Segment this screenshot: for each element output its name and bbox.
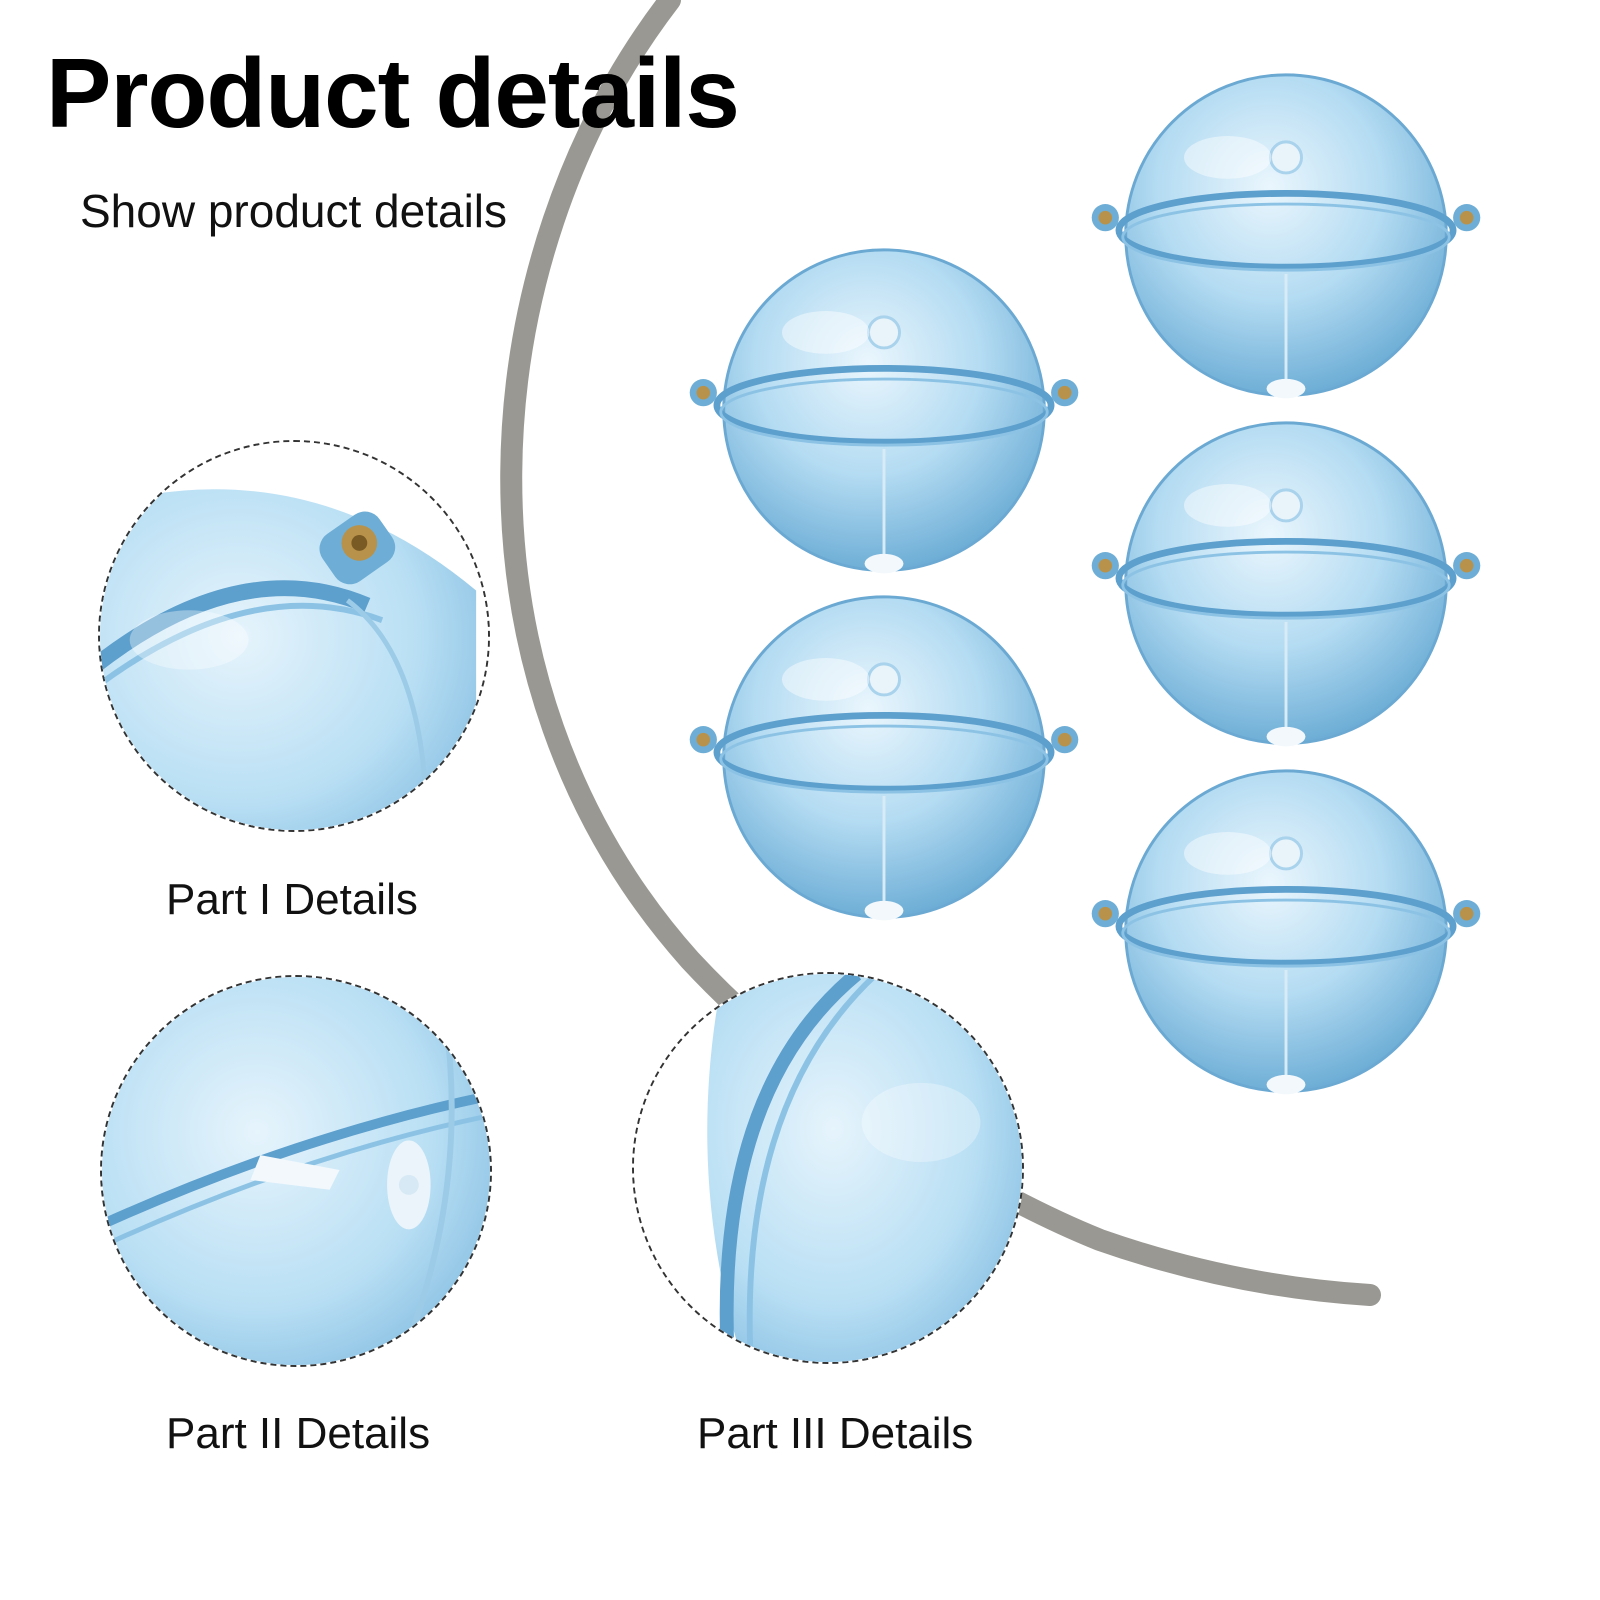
detail-zoom-part-2 — [100, 975, 492, 1367]
page-title: Product details — [46, 38, 740, 148]
float-ball-image — [1090, 766, 1482, 1106]
eyelet-closeup-image — [100, 442, 488, 830]
detail-label-part-2: Part II Details — [166, 1409, 431, 1458]
detail-zoom-part-1 — [98, 440, 490, 832]
float-ball-image — [1090, 70, 1482, 410]
detail-zoom-part-3 — [632, 972, 1024, 1364]
seam-closeup-image — [634, 974, 1022, 1362]
page-subtitle: Show product details — [80, 185, 508, 237]
float-ball-image — [688, 245, 1080, 585]
float-ball-image — [688, 592, 1080, 932]
float-ball-image — [1090, 418, 1482, 758]
detail-label-part-3: Part III Details — [697, 1409, 974, 1458]
stem-closeup-image — [102, 977, 490, 1365]
detail-label-part-1: Part I Details — [166, 875, 418, 924]
